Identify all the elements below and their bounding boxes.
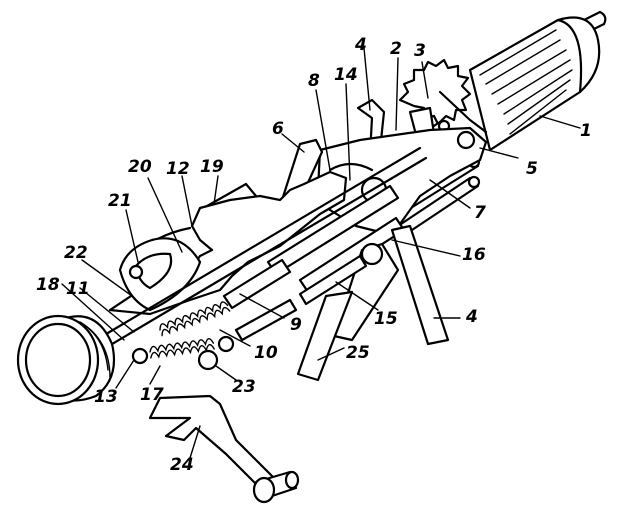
reference-labels: 1 2 3 4 4 5 6 7 8 9 10 11 12 13 14 15 16… (36, 35, 592, 475)
label-5: 5 (526, 159, 538, 179)
label-8: 8 (308, 71, 320, 91)
label-21: 21 (108, 191, 132, 211)
label-2: 2 (390, 39, 402, 59)
crank (148, 394, 300, 504)
frame-front (108, 170, 348, 316)
label-13: 13 (94, 387, 118, 407)
label-7: 7 (474, 203, 486, 223)
label-6: 6 (272, 119, 284, 139)
label-4-bottom: 4 (465, 307, 478, 327)
leader-lines (61, 47, 581, 459)
label-3: 3 (414, 41, 426, 61)
label-4-top: 4 (354, 35, 367, 55)
front-shaft (16, 146, 428, 406)
gear (398, 58, 488, 134)
label-20: 20 (128, 157, 152, 177)
label-1: 1 (580, 121, 592, 141)
label-25: 25 (346, 343, 370, 363)
label-15: 15 (374, 309, 398, 329)
label-18: 18 (36, 275, 60, 295)
label-14: 14 (334, 65, 358, 85)
springs (131, 301, 235, 371)
label-16: 16 (462, 245, 486, 265)
label-23: 23 (232, 377, 256, 397)
pedal-bars (296, 224, 450, 382)
label-11: 11 (66, 279, 90, 299)
label-12: 12 (166, 159, 190, 179)
label-22: 22 (64, 243, 88, 263)
label-10: 10 (254, 343, 278, 363)
motor-cylinder (468, 10, 607, 152)
label-19: 19 (200, 157, 224, 177)
label-9: 9 (290, 315, 302, 335)
label-17: 17 (140, 385, 164, 405)
label-24: 24 (170, 455, 194, 475)
